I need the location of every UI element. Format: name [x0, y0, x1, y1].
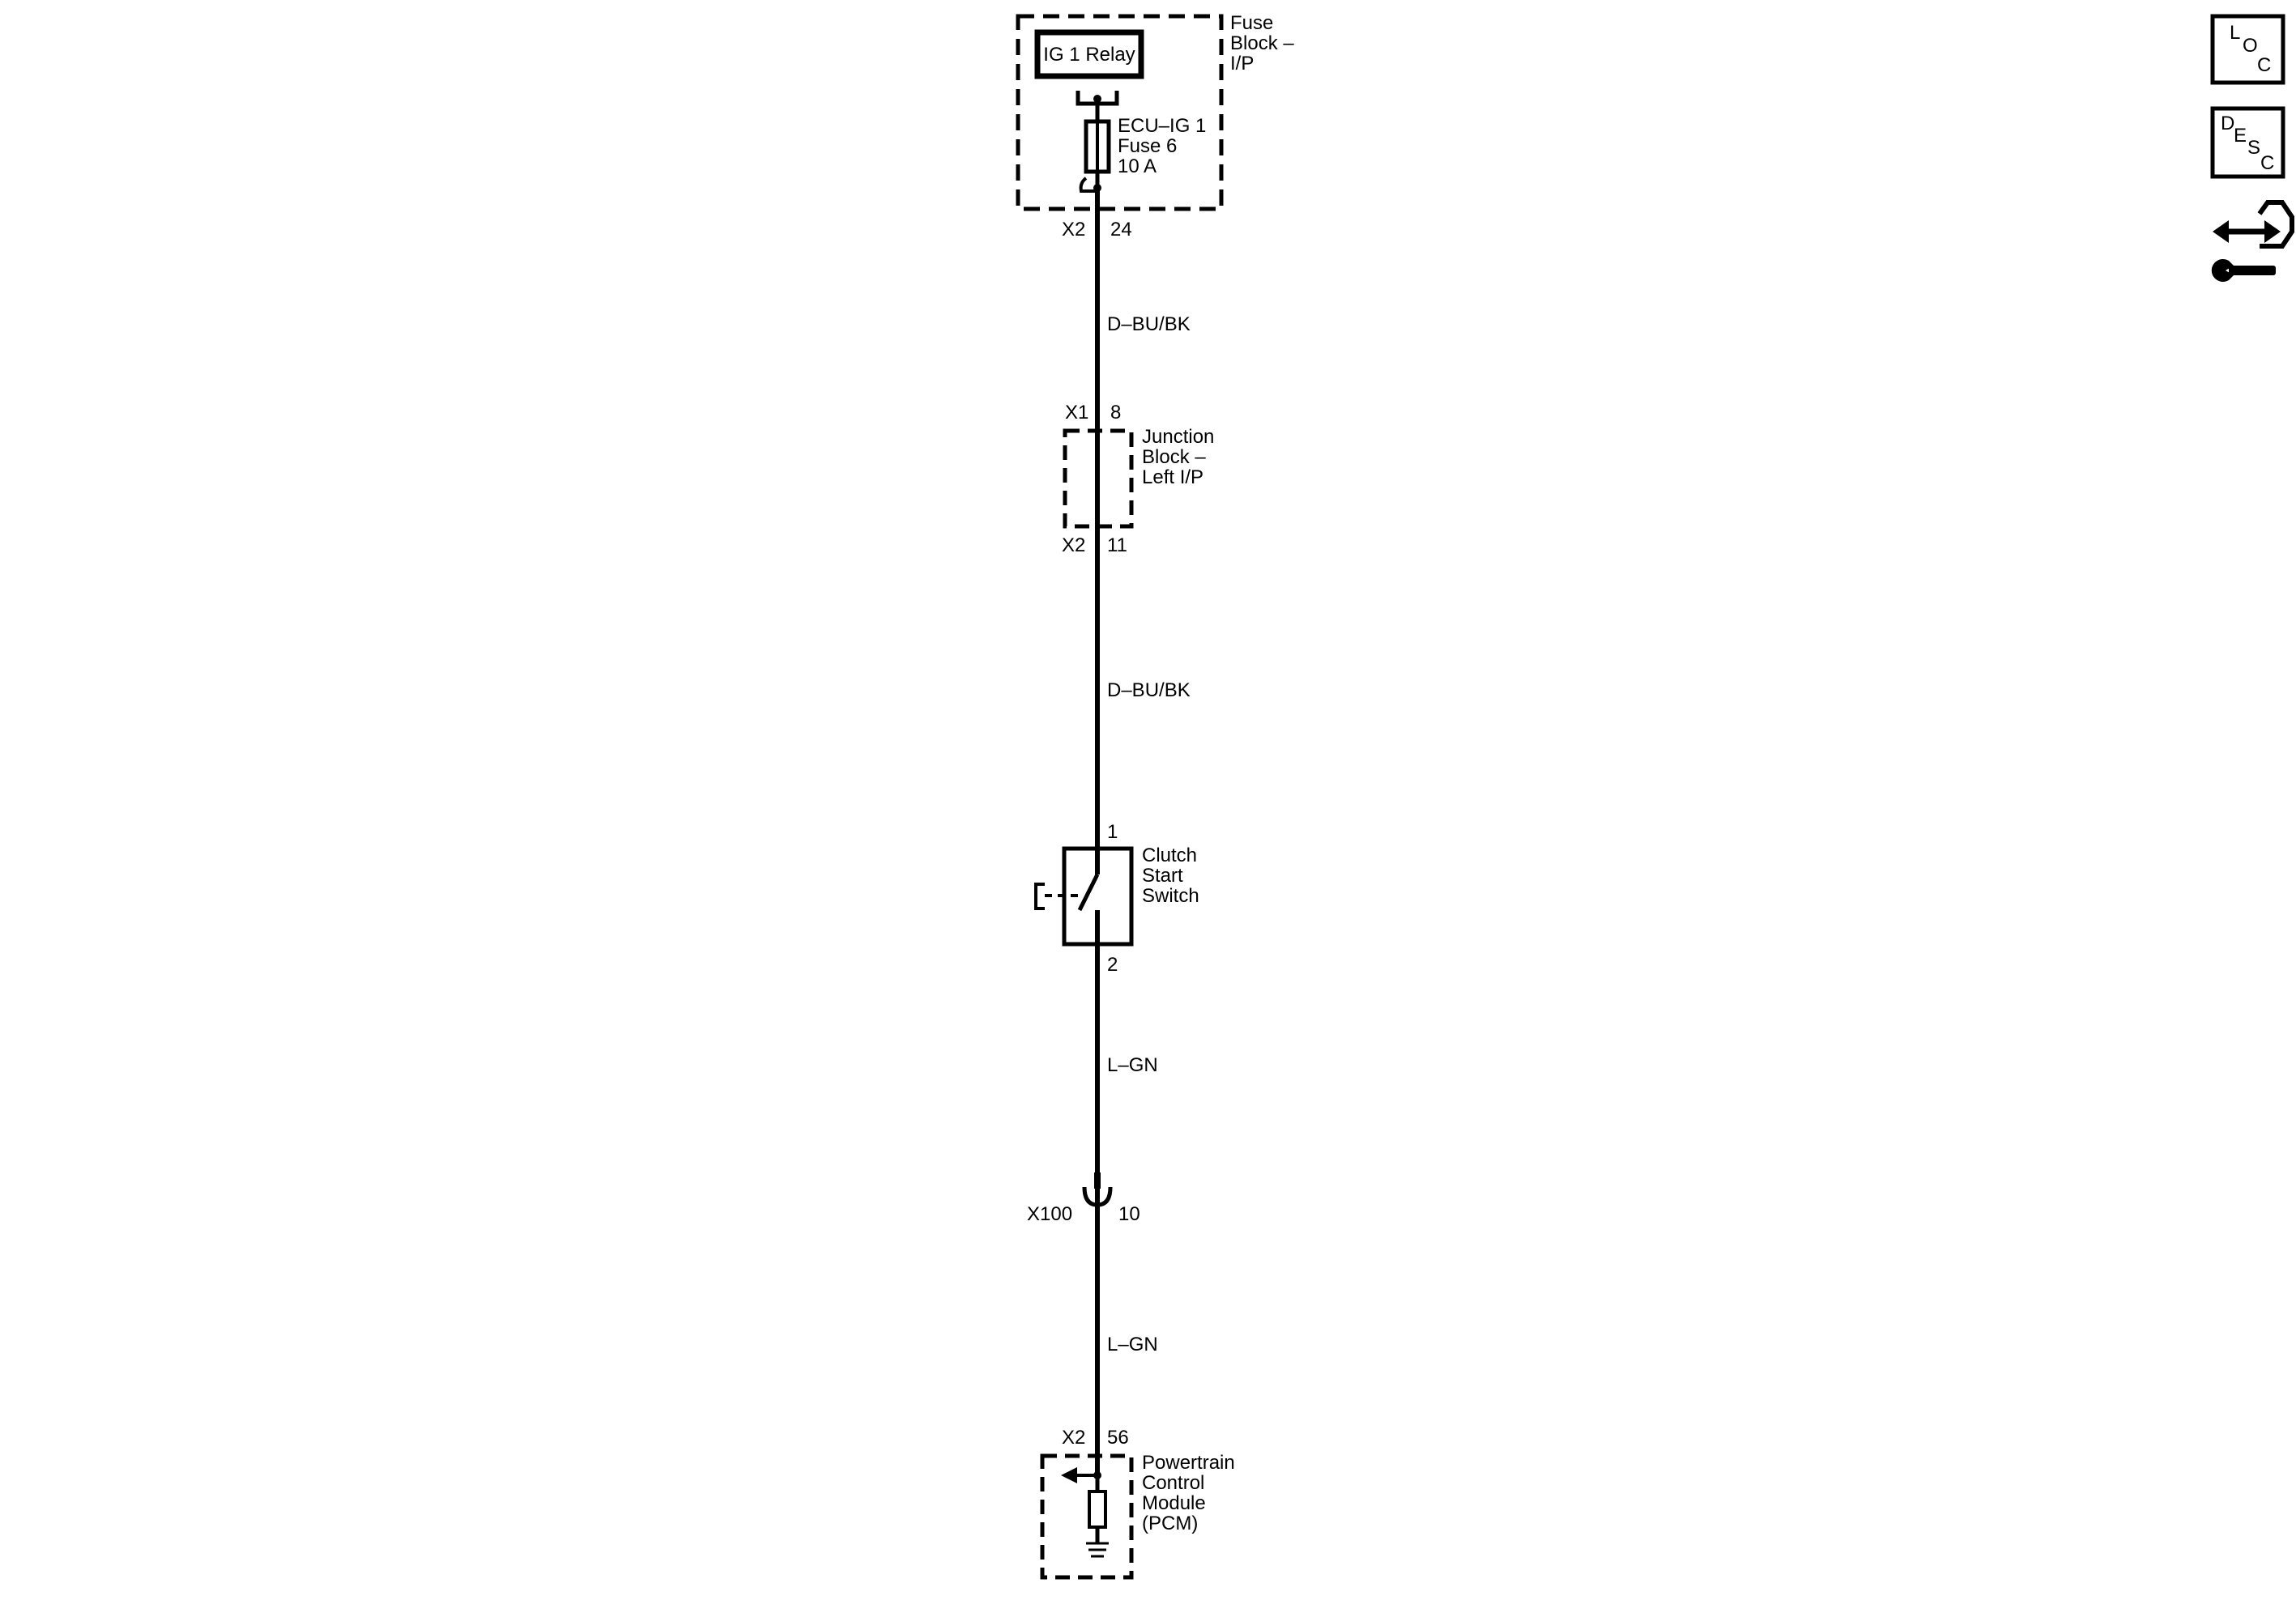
fuse-block-out-pin: 24	[1110, 219, 1132, 240]
pcm-name-line2: Control	[1142, 1472, 1204, 1494]
x100-female-socket	[1082, 1186, 1113, 1207]
wire-color-1: D–BU/BK	[1107, 313, 1191, 335]
fuse-block-out-connector: X2	[1062, 219, 1085, 240]
junction-block-left-ip: X1 8 Junction Block – Left I/P X2 11	[1062, 402, 1214, 556]
fuse-block-name-line1: Fuse	[1230, 12, 1273, 34]
fuse-block-name-line3: I/P	[1230, 53, 1254, 74]
clutch-switch-name-line2: Start	[1142, 865, 1183, 887]
pcm-pin-label: 56	[1107, 1427, 1129, 1449]
pcm-name-line1: Powertrain	[1142, 1452, 1235, 1474]
ground-icon	[1086, 1542, 1109, 1558]
fuse-label-line3: 10 A	[1118, 155, 1157, 177]
clutch-switch-name-line3: Switch	[1142, 885, 1199, 907]
loc-letter-o: O	[2243, 35, 2258, 57]
junction-block-name-line1: Junction	[1142, 426, 1214, 448]
desc-letter-d: D	[2221, 113, 2234, 134]
relay-bus-node	[1093, 95, 1101, 103]
desc-icon-frame	[2210, 106, 2285, 179]
junction-in-pin: 8	[1110, 402, 1121, 423]
junction-block-boundary	[1063, 428, 1134, 529]
pcm-input-arrow-head	[1061, 1467, 1077, 1483]
pcm-name-line4: (PCM)	[1142, 1513, 1198, 1534]
ig1-relay-label: IG 1 Relay	[1043, 44, 1135, 66]
wire-color-3: L–GN	[1107, 1054, 1158, 1076]
junction-out-connector: X2	[1062, 534, 1085, 556]
junction-block-name-line3: Left I/P	[1142, 466, 1203, 488]
fuse-block-boundary	[1016, 14, 1224, 211]
x100-connector-label: X100	[1027, 1203, 1072, 1225]
connector-repair-icon[interactable]	[2211, 200, 2294, 282]
junction-out-pin: 11	[1107, 534, 1127, 556]
desc-letter-e: E	[2234, 125, 2247, 147]
ecu-ig1-fuse-6[interactable]	[1084, 119, 1111, 174]
junction-block-name-line2: Block –	[1142, 446, 1206, 468]
clutch-switch-actuator-icon	[1034, 883, 1045, 910]
loc-icon-frame	[2210, 14, 2285, 85]
clutch-switch-name-line1: Clutch	[1142, 845, 1197, 866]
x100-male-pin	[1094, 1172, 1101, 1189]
pcm-boundary	[1040, 1453, 1134, 1580]
inline-connector-x100[interactable]: X100 10	[1027, 1172, 1140, 1225]
powertrain-control-module: X2 56 Powertrain Control Module (PCM)	[1040, 1427, 1235, 1580]
pcm-pulldown-resistor	[1088, 1490, 1107, 1529]
loc-letter-c: C	[2257, 54, 2271, 76]
fuse-label-line1: ECU–IG 1	[1118, 115, 1206, 137]
clutch-switch-contact-arm	[1077, 873, 1100, 912]
fuse-label-line2: Fuse 6	[1118, 135, 1177, 157]
loc-icon-button[interactable]: L O C	[2210, 14, 2285, 85]
fuse-block-name-line2: Block –	[1230, 32, 1294, 54]
pcm-name-line3: Module	[1142, 1492, 1206, 1514]
ig1-relay[interactable]: IG 1 Relay	[1034, 29, 1144, 79]
wire-color-2: D–BU/BK	[1107, 679, 1191, 701]
wire-color-4: L–GN	[1107, 1334, 1158, 1355]
x100-pin-label: 10	[1118, 1203, 1140, 1225]
loc-letter-l: L	[2230, 22, 2240, 44]
ig1-relay-outer-box	[1034, 29, 1144, 79]
desc-letter-c: C	[2260, 152, 2274, 174]
fuse-out-terminal-hook	[1079, 177, 1097, 193]
junction-in-connector: X1	[1065, 402, 1088, 423]
clutch-switch-pin-top: 1	[1107, 821, 1118, 843]
clutch-start-switch[interactable]: 1 Clutch Start Switch 2	[1034, 821, 1199, 976]
desc-letter-s: S	[2247, 137, 2260, 159]
fuse-block-ip: Fuse Block – I/P IG 1 Relay ECU–IG 1 Fus…	[1016, 12, 1294, 240]
clutch-switch-pin-bottom: 2	[1107, 954, 1118, 976]
pcm-connector-label: X2	[1062, 1427, 1085, 1449]
desc-icon-button[interactable]: D E S C	[2210, 106, 2285, 179]
